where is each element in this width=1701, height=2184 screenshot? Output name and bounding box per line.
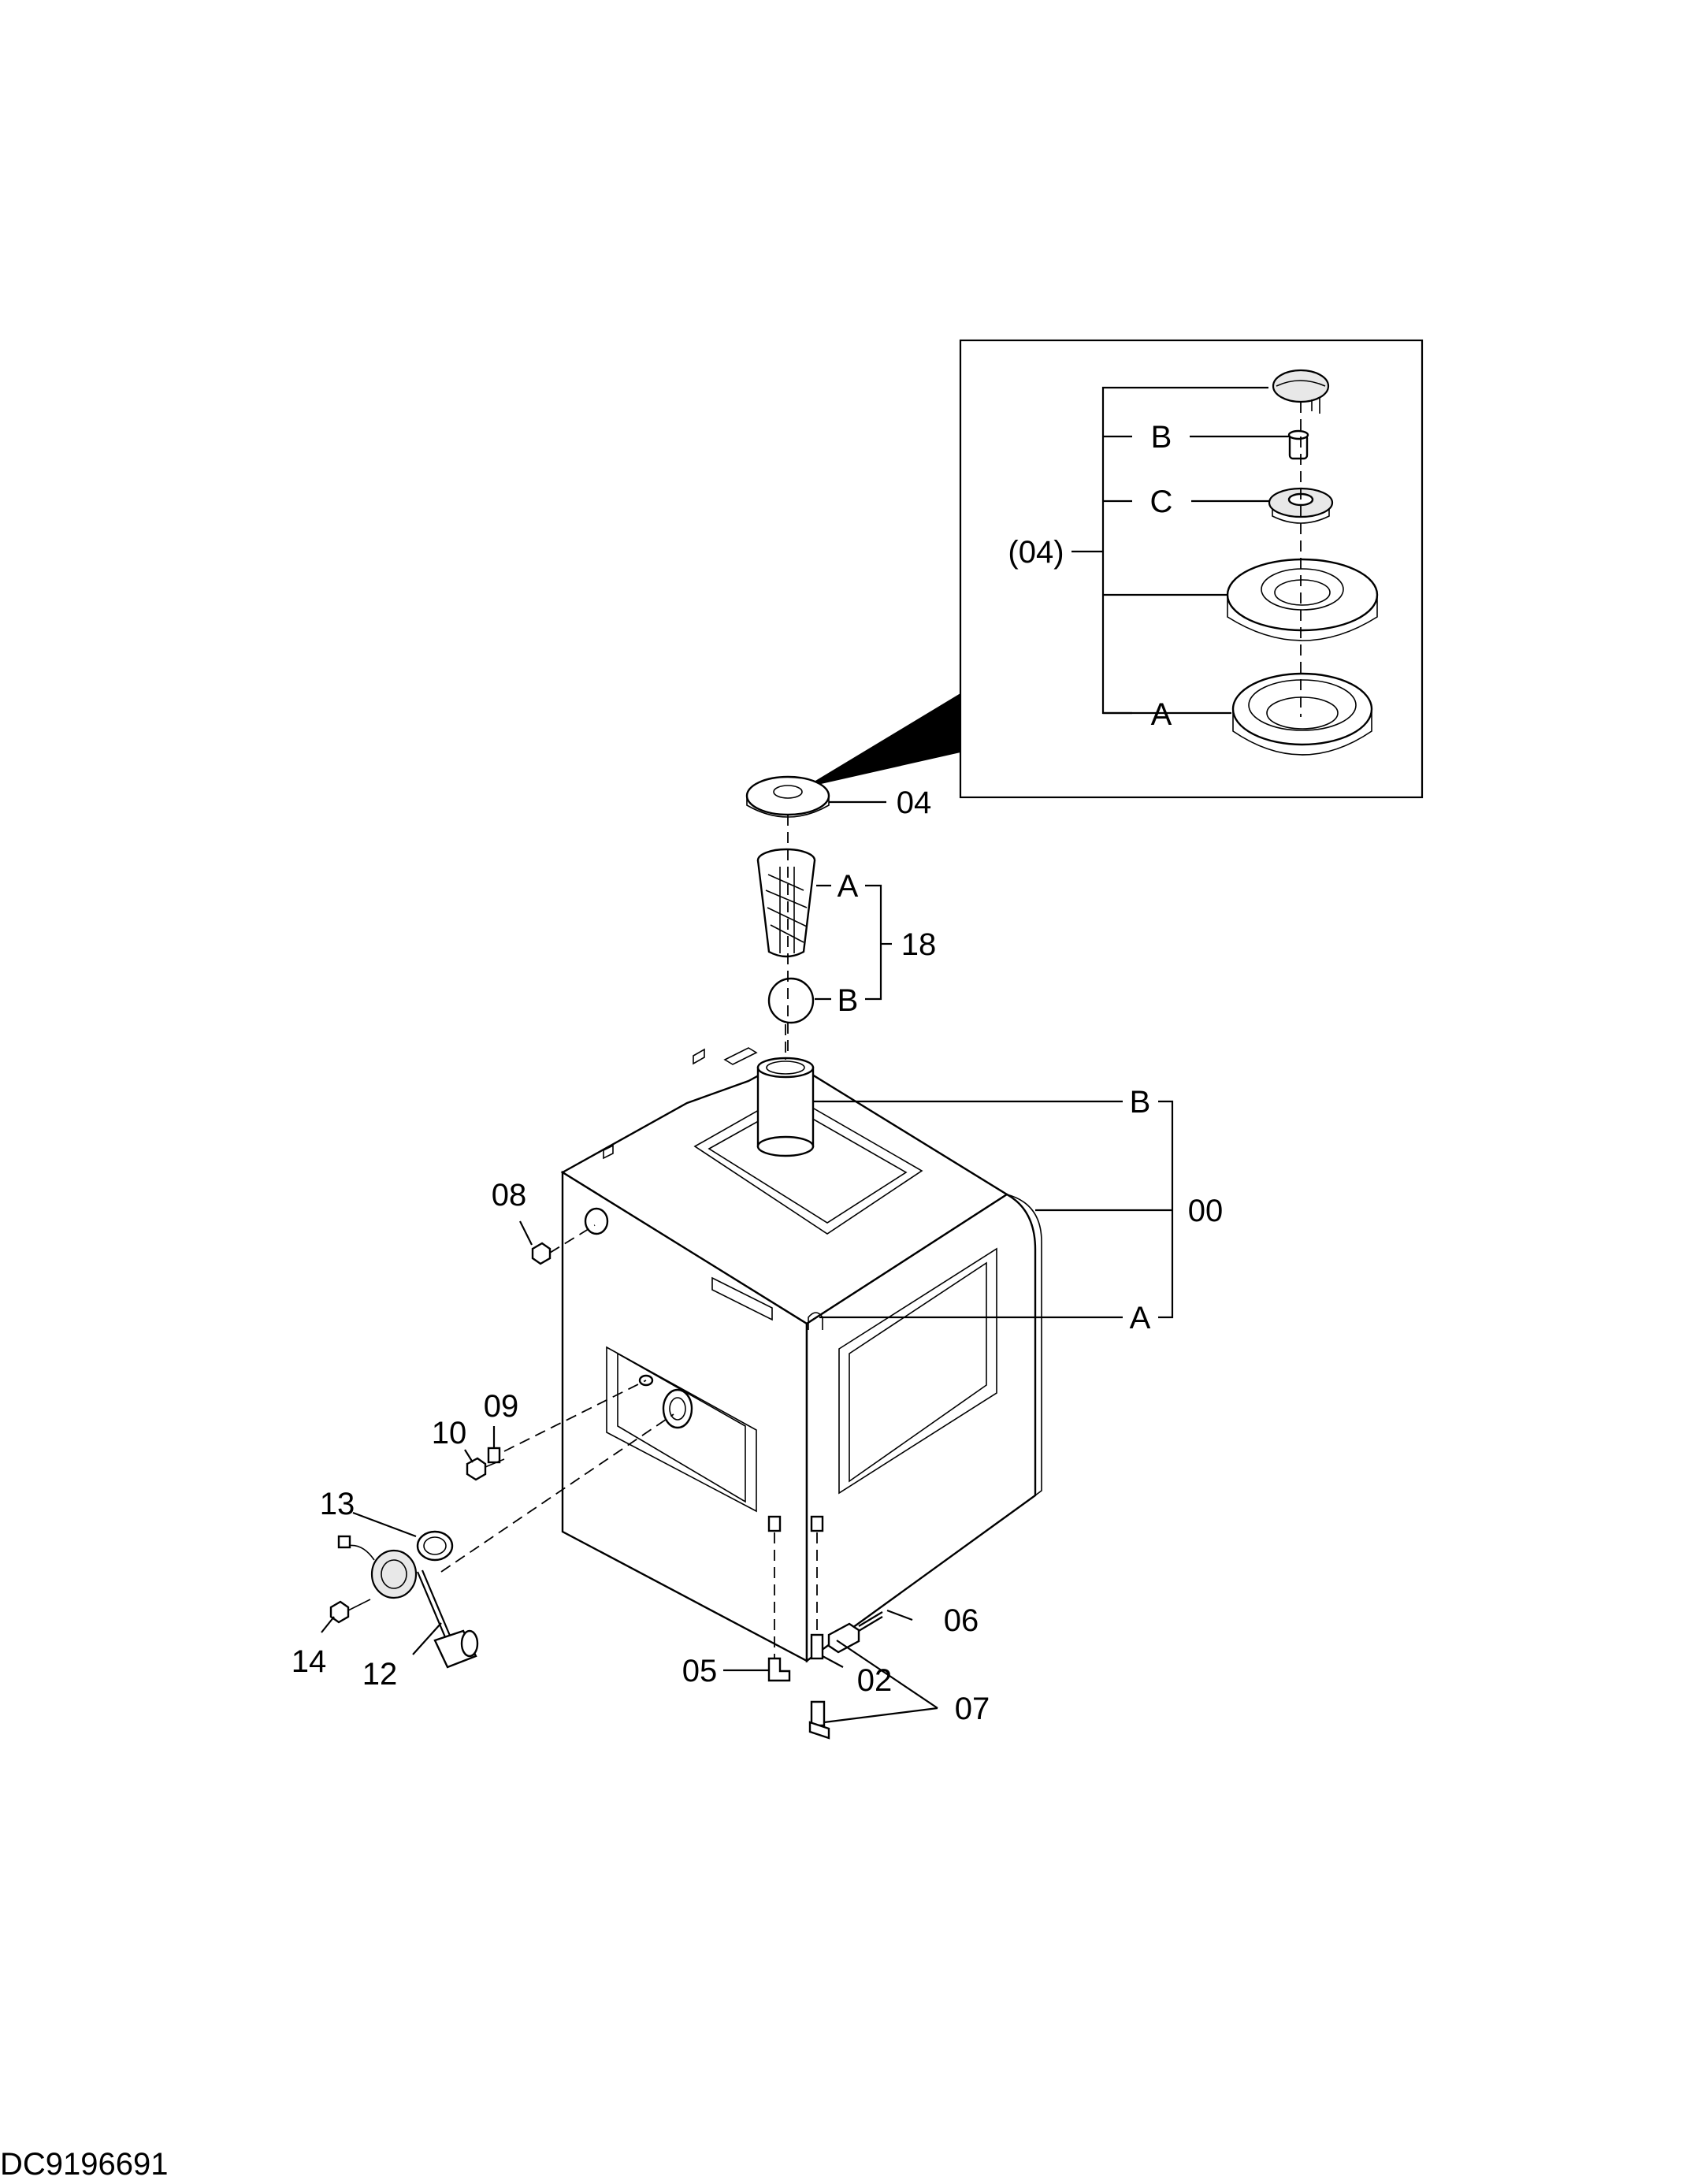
label-07: 07 — [955, 1692, 990, 1726]
inset-label-04: (04) — [1008, 535, 1064, 570]
drawing-code: DC9196691 — [0, 2147, 169, 2182]
inset-plug-b — [1287, 429, 1309, 460]
inset-label-a: A — [1151, 697, 1172, 732]
label-13: 13 — [320, 1487, 355, 1521]
label-00-b: B — [1130, 1085, 1151, 1120]
part-08-plug: 08 — [492, 1178, 596, 1265]
label-05: 05 — [682, 1654, 718, 1688]
part-04-cap: 04 — [745, 775, 932, 820]
label-04: 04 — [897, 786, 932, 820]
label-18: 18 — [901, 927, 937, 962]
part-12-13-14-sender: 13 14 12 — [292, 1487, 479, 1692]
inset-pointer — [804, 693, 960, 788]
label-00-a: A — [1130, 1301, 1151, 1335]
label-14: 14 — [292, 1644, 327, 1679]
label-09: 09 — [484, 1389, 519, 1424]
part-09-10: 09 10 — [432, 1380, 674, 1573]
label-00: 00 — [1188, 1194, 1224, 1228]
inset-middle-disc — [1226, 558, 1379, 641]
part-18-ball-b — [767, 977, 815, 1024]
inset-detail-box: B C (04) A — [804, 339, 1424, 799]
part-18-strainer: A B 18 — [756, 815, 937, 1056]
label-12: 12 — [362, 1657, 398, 1692]
label-10: 10 — [432, 1416, 467, 1450]
label-02: 02 — [857, 1663, 893, 1698]
drain-parts: 05 02 06 07 — [682, 1603, 990, 1740]
label-08: 08 — [492, 1178, 527, 1213]
inset-label-b: B — [1151, 420, 1172, 455]
part-00-tank: B A 00 — [560, 1047, 1224, 1663]
label-18-b: B — [838, 983, 859, 1018]
label-18-a: A — [838, 869, 859, 904]
label-06: 06 — [944, 1603, 979, 1638]
inset-base-ring-a — [1231, 672, 1373, 756]
inset-label-c: C — [1150, 485, 1173, 519]
